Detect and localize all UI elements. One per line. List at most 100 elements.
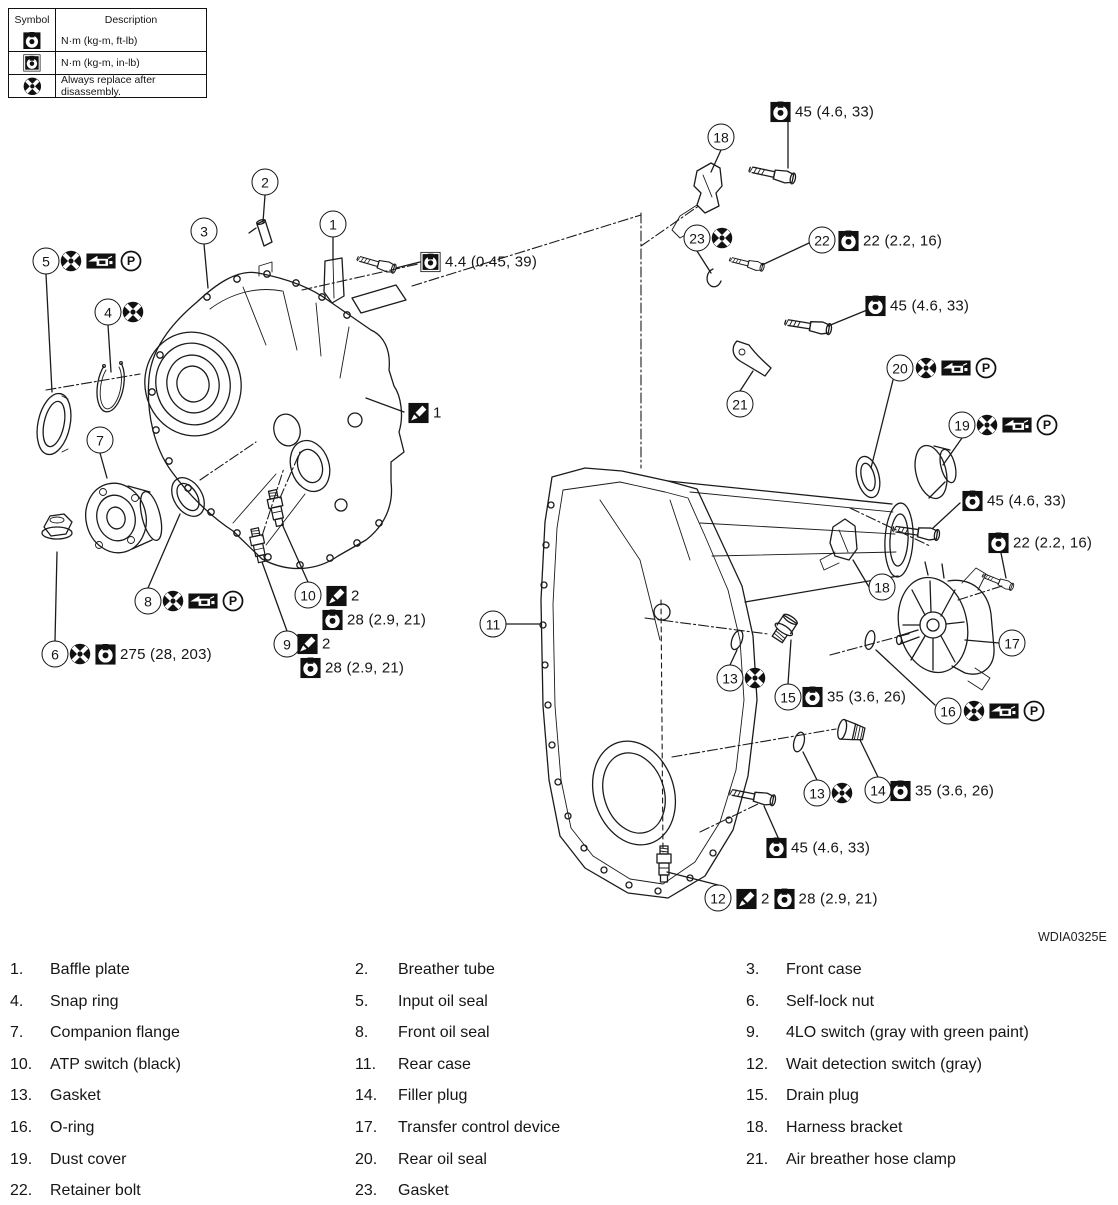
label-text: 275 (28, 203) xyxy=(120,645,212,663)
callout-8: 8 xyxy=(134,587,162,615)
torque-ftlb-icon xyxy=(23,31,41,50)
callout-11: 11 xyxy=(479,610,507,638)
callout-2: 2 xyxy=(251,168,279,196)
air-breather-hose-clamp-part xyxy=(732,340,772,377)
part-number: 19. xyxy=(10,1150,33,1168)
replace-icon xyxy=(122,301,144,323)
label-text: 22 (2.2, 16) xyxy=(1013,534,1093,552)
torque-label-baffle: 4.4 (0.45, 39) xyxy=(420,251,537,273)
legend-symbol-cell xyxy=(9,30,56,51)
part-name: Dust cover xyxy=(50,1150,127,1168)
part-number: 14. xyxy=(355,1087,378,1105)
dust-cover-part xyxy=(914,444,957,500)
assembly-axis-lines xyxy=(45,204,1003,853)
torque-label-upper-right: 45 (4.6, 33) xyxy=(865,295,969,317)
callout-17: 17 xyxy=(998,629,1026,657)
lube-icon xyxy=(86,253,116,269)
torque-ftlb-icon xyxy=(322,609,343,631)
callout-22: 22 xyxy=(808,226,836,254)
callout-5: 5 xyxy=(32,247,60,275)
torque-ftlb-icon xyxy=(300,657,321,679)
front-oil-seal-part xyxy=(171,477,205,517)
callout-23: 23 xyxy=(683,224,711,252)
part-number: 21. xyxy=(746,1150,769,1168)
lube-icon xyxy=(941,360,971,376)
legend-description-cell: N·m (kg-m, ft-lb) xyxy=(61,34,138,47)
callout-10: 10 xyxy=(294,581,322,609)
part-number: 16. xyxy=(10,1119,33,1136)
label-text: 2 xyxy=(322,635,331,653)
sealant-label-front-case: 1 xyxy=(408,402,442,424)
part-number: 1. xyxy=(10,961,24,978)
label-text: 45 (4.6, 33) xyxy=(987,492,1067,510)
torque-label-tcd-bolt: 22 (2.2, 16) xyxy=(988,532,1093,554)
snap-ring-part xyxy=(96,361,125,413)
legend-row: N·m (kg-m, in-lb) xyxy=(9,51,206,74)
torque-label-bottom-bolt: 45 (4.6, 33) xyxy=(766,837,870,859)
legend-symbol-cell xyxy=(9,52,56,74)
label-text: 45 (4.6, 33) xyxy=(795,103,875,121)
legend-description-cell: N·m (kg-m, in-lb) xyxy=(61,57,140,69)
symbol-legend-table: Symbol Description N·m (kg-m, ft-lb) N·m… xyxy=(8,8,207,98)
part-name: Front case xyxy=(786,961,862,978)
callout-6: 6 xyxy=(41,640,69,668)
lube-icon xyxy=(188,593,218,609)
part-name: Transfer control device xyxy=(398,1119,561,1136)
torque-ftlb-icon xyxy=(890,780,911,802)
callout-14: 14 xyxy=(864,776,892,804)
symbols-input-oil-seal: P xyxy=(60,250,142,272)
harness-bracket-right-part xyxy=(819,518,858,571)
label-text: 22 (2.2, 16) xyxy=(863,232,943,250)
replace-icon xyxy=(162,590,184,612)
o-ring-part xyxy=(864,630,876,650)
torque-label-mid-right: 45 (4.6, 33) xyxy=(962,490,1067,512)
part-number: 15. xyxy=(746,1087,769,1105)
torque-ftlb-icon xyxy=(865,295,886,317)
gasket-23-part xyxy=(706,268,722,288)
torque-inlb-icon xyxy=(420,251,441,273)
symbols-gasket-filler xyxy=(831,782,853,804)
label-text: 1 xyxy=(433,404,442,422)
breather-tube-part xyxy=(248,218,273,247)
torque-ftlb-icon xyxy=(773,888,795,910)
callout-12: 12 xyxy=(704,884,732,912)
companion-flange-part xyxy=(85,482,163,554)
part-name: Breather tube xyxy=(398,961,495,978)
part-number: 10. xyxy=(10,1055,33,1073)
part-name: Companion flange xyxy=(50,1024,180,1042)
svg-text:P: P xyxy=(229,594,237,608)
callout-18: 18 xyxy=(868,573,896,601)
petroleum-jelly-icon: P xyxy=(1036,414,1058,436)
torque-label-drain-plug: 35 (3.6, 26) xyxy=(802,686,907,708)
rear-oil-seal-part xyxy=(855,455,881,499)
petroleum-jelly-icon: P xyxy=(120,250,142,272)
symbols-front-oil-seal: P xyxy=(162,590,244,612)
label-text: 35 (3.6, 26) xyxy=(827,688,907,706)
callout-9: 9 xyxy=(273,630,301,658)
label-text: 2 xyxy=(351,587,360,605)
replace-icon xyxy=(711,227,733,249)
part-name: ATP switch (black) xyxy=(50,1055,181,1073)
lube-icon xyxy=(989,703,1019,719)
sealant-icon xyxy=(736,888,757,910)
torque-label-filler-plug: 35 (3.6, 26) xyxy=(890,780,994,802)
torque-ftlb-icon xyxy=(770,101,791,123)
symbols-gasket-drain xyxy=(744,667,766,689)
part-number: 22. xyxy=(10,1182,33,1200)
petroleum-jelly-icon: P xyxy=(222,590,244,612)
callout-15: 15 xyxy=(774,683,802,711)
part-name: Air breather hose clamp xyxy=(786,1150,956,1168)
input-oil-seal-part xyxy=(36,392,72,456)
torque-ftlb-icon xyxy=(962,490,983,512)
part-number: 20. xyxy=(355,1150,378,1168)
svg-text:P: P xyxy=(1043,418,1051,432)
callout-1: 1 xyxy=(319,210,347,238)
callout-18: 18 xyxy=(707,123,735,151)
self-lock-nut-part xyxy=(41,513,73,540)
drain-plug-part xyxy=(771,613,798,644)
svg-text:P: P xyxy=(127,254,135,268)
torque-label-4lo: 28 (2.9, 21) xyxy=(300,657,404,679)
replace-icon xyxy=(744,667,766,689)
